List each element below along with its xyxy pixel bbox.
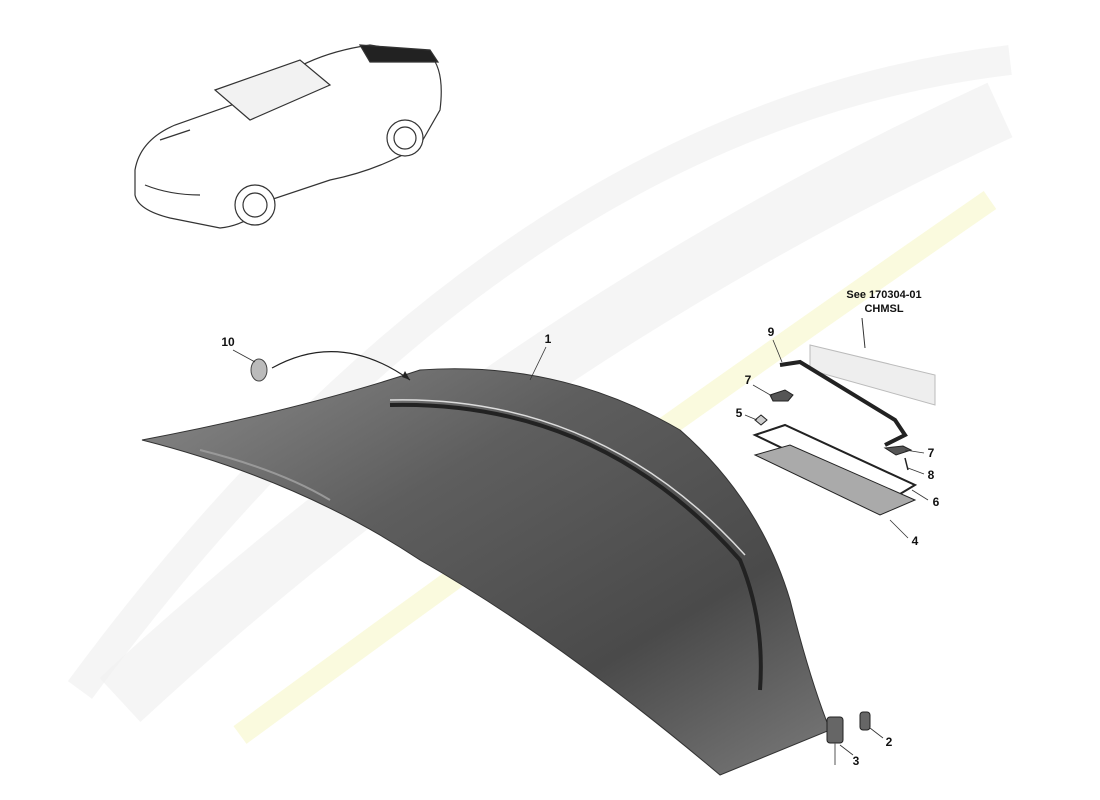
chmsl-bracket-parts bbox=[752, 359, 918, 516]
arrow-indicator bbox=[271, 351, 411, 381]
callout-8: 8 bbox=[927, 468, 935, 482]
trunk-lid-part-1 bbox=[141, 368, 831, 776]
grommet-part-10 bbox=[250, 358, 268, 382]
arrow-head bbox=[402, 371, 410, 380]
callout-7b: 7 bbox=[927, 446, 935, 460]
chmsl-reference-note: See 170304-01 CHMSL bbox=[846, 288, 921, 316]
reference-line-2: CHMSL bbox=[864, 303, 904, 315]
leader-lines bbox=[232, 339, 929, 756]
chmsl-lamp bbox=[809, 344, 936, 406]
chmsl-leader bbox=[861, 317, 866, 349]
callout-1: 1 bbox=[544, 332, 552, 346]
spring-parts bbox=[826, 711, 871, 765]
callout-5: 5 bbox=[735, 406, 743, 420]
callout-6: 6 bbox=[932, 495, 940, 509]
car-overview-illustration bbox=[134, 44, 442, 229]
callout-9: 9 bbox=[767, 325, 775, 339]
reference-line-1: See 170304-01 bbox=[846, 289, 922, 301]
callout-3: 3 bbox=[852, 754, 860, 768]
callout-10: 10 bbox=[221, 335, 235, 349]
callout-2: 2 bbox=[885, 735, 893, 749]
callout-4: 4 bbox=[911, 534, 919, 548]
callout-7a: 7 bbox=[744, 373, 752, 387]
